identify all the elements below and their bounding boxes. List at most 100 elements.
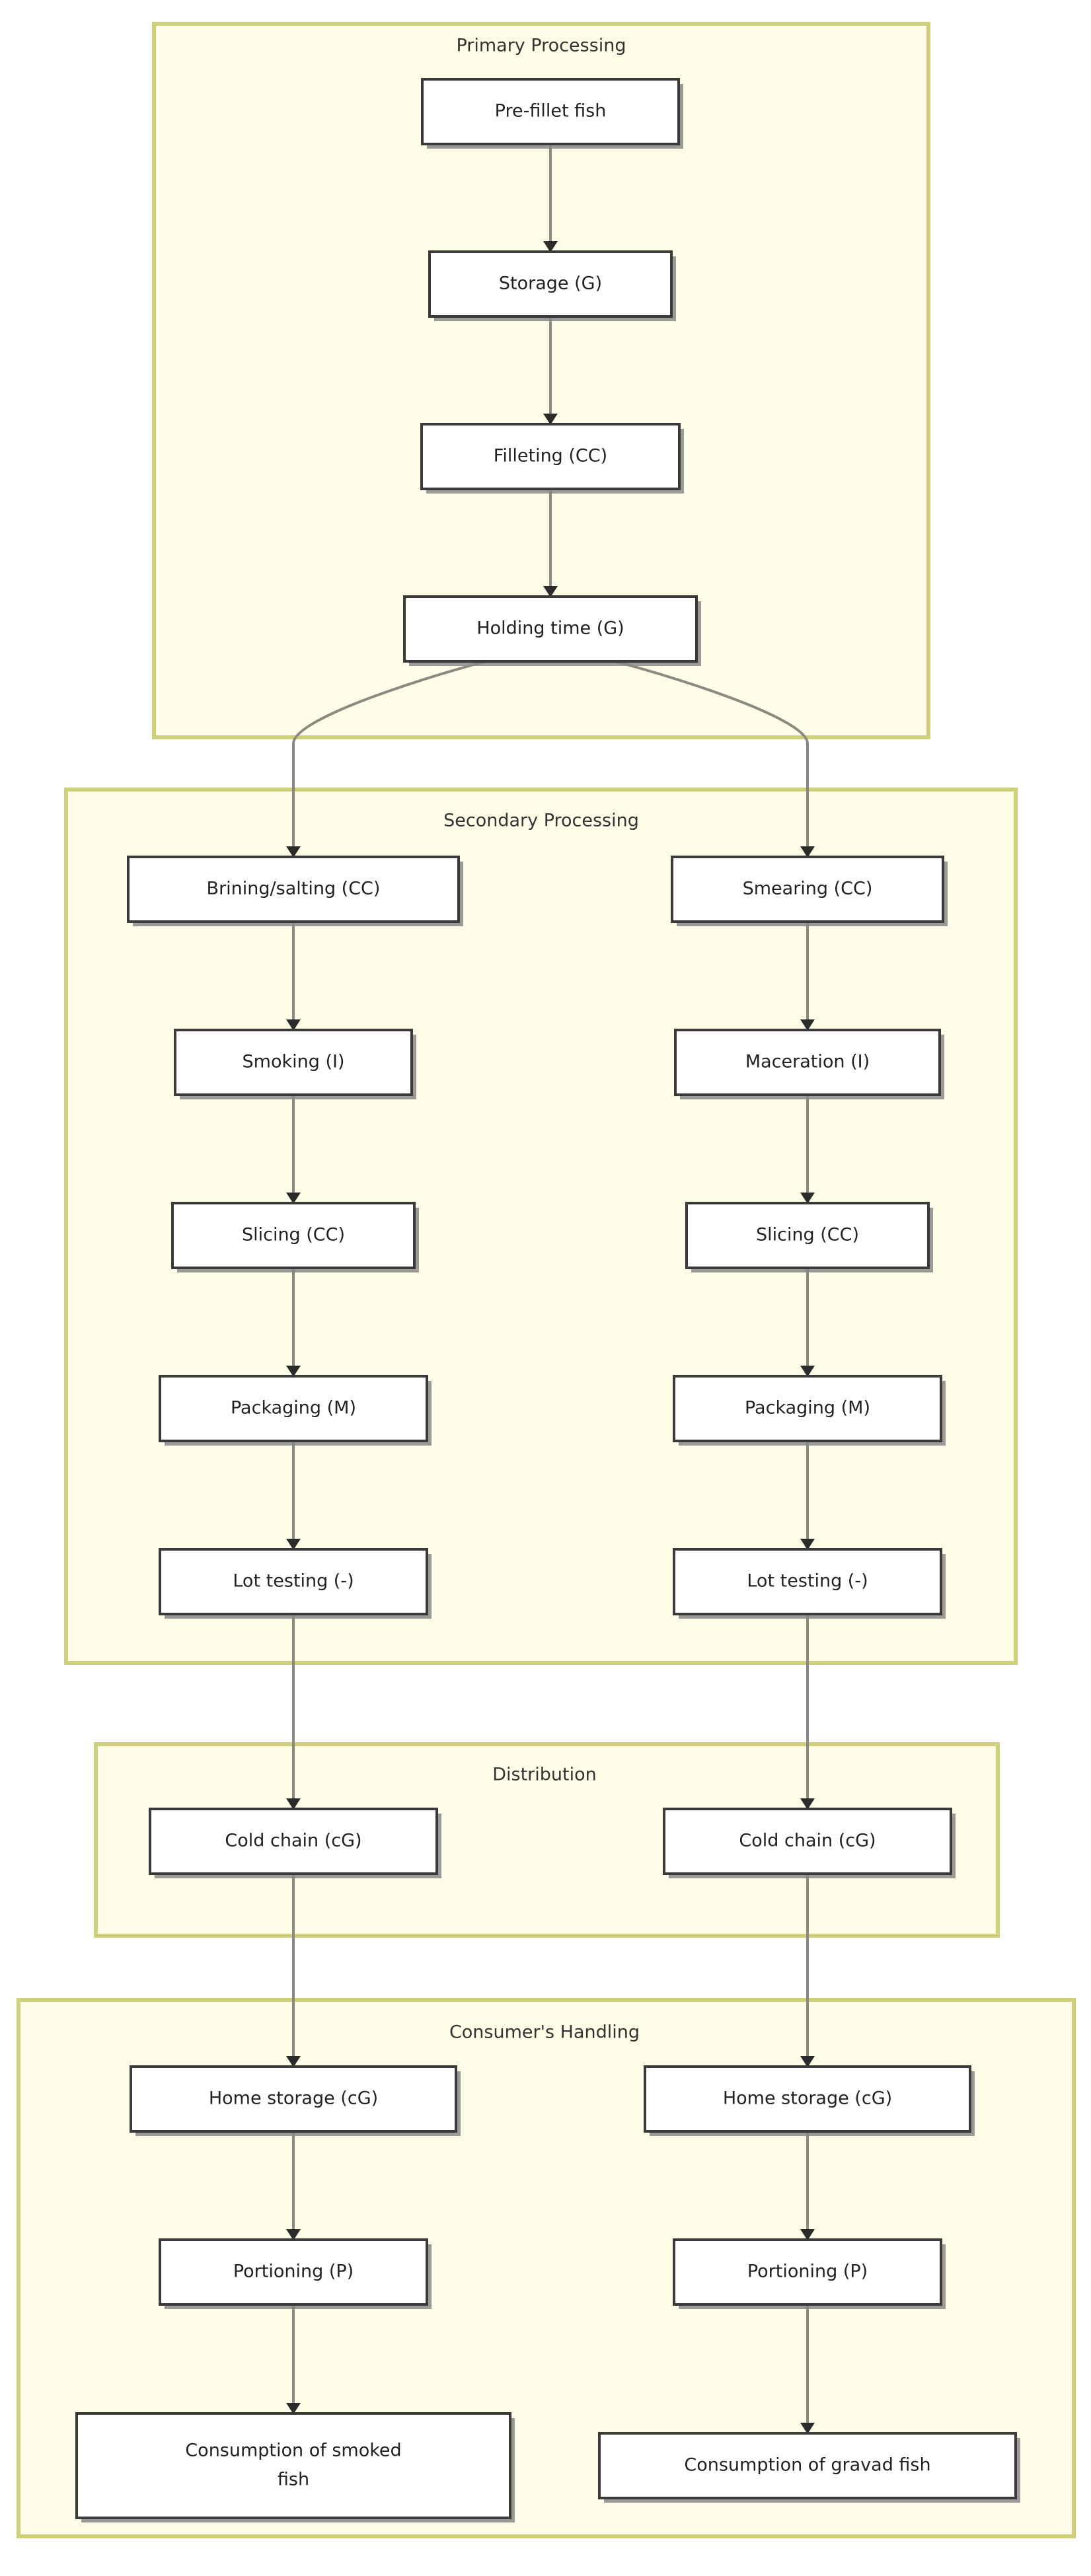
- node-filleting-cc[interactable]: Filleting (CC): [420, 423, 684, 494]
- cluster-layer: [17, 22, 1076, 2538]
- edge-e-storage-filleting: [543, 316, 558, 425]
- node-cold-chain-right[interactable]: Cold chain (cG): [663, 1808, 956, 1878]
- node-box-filleting-cc[interactable]: [420, 423, 681, 490]
- node-maceration-i[interactable]: Maceration (I): [674, 1029, 944, 1099]
- node-label-smoking-i: Smoking (I): [243, 1052, 345, 1072]
- node-box-home-storage-left[interactable]: [130, 2065, 457, 2133]
- arrowhead-e-packaging-lot-r: [800, 1539, 815, 1550]
- arrowhead-e-cold-home-l: [286, 2056, 301, 2067]
- edge-e-packaging-lot-l: [286, 1441, 301, 1550]
- node-box-brining-salting-cc[interactable]: [127, 856, 460, 923]
- cluster-title-distribution: Distribution: [492, 1765, 597, 1785]
- edge-layer: [286, 144, 815, 2434]
- node-box-holding-time-g[interactable]: [403, 595, 698, 663]
- node-box-packaging-m-left[interactable]: [159, 1375, 428, 1442]
- node-box-cold-chain-right[interactable]: [663, 1808, 952, 1875]
- node-lot-testing-left[interactable]: Lot testing (-): [159, 1548, 432, 1619]
- arrowhead-e-holding-brining: [286, 846, 301, 858]
- edge-line-e-holding-brining: [292, 660, 487, 847]
- node-label-lot-testing-left: Lot testing (-): [233, 1571, 354, 1592]
- edge-e-home-portion-r: [800, 2131, 815, 2240]
- node-box-slicing-cc-right[interactable]: [685, 1202, 930, 1269]
- edge-e-maceration-slicing: [800, 1095, 815, 1204]
- node-label-slicing-cc-left: Slicing (CC): [242, 1225, 345, 1245]
- node-box-smoking-i[interactable]: [174, 1029, 413, 1096]
- node-smearing-cc[interactable]: Smearing (CC): [671, 856, 948, 926]
- node-portioning-p-left[interactable]: Portioning (P): [159, 2238, 432, 2309]
- node-label-smearing-cc: Smearing (CC): [743, 879, 873, 899]
- node-portioning-p-right[interactable]: Portioning (P): [673, 2238, 946, 2309]
- arrowhead-e-home-portion-r: [800, 2229, 815, 2240]
- node-brining-salting-cc[interactable]: Brining/salting (CC): [127, 856, 463, 926]
- node-box-smearing-cc[interactable]: [671, 856, 944, 923]
- node-label-storage-g: Storage (G): [499, 274, 602, 294]
- edge-e-portion-consume-l: [286, 2304, 301, 2414]
- arrowhead-e-slicing-packaging-r: [800, 1366, 815, 1377]
- edge-e-slicing-packaging-r: [800, 1268, 815, 1377]
- node-home-storage-right[interactable]: Home storage (cG): [644, 2065, 975, 2136]
- cluster-title-secondary-processing: Secondary Processing: [443, 811, 639, 831]
- node-label-cold-chain-right: Cold chain (cG): [739, 1831, 876, 1851]
- node-box-cold-chain-left[interactable]: [149, 1808, 438, 1875]
- arrowhead-e-smearing-maceration: [800, 1019, 815, 1031]
- node-label-consumption-gravad-fish: Consumption of gravad fish: [684, 2455, 930, 2476]
- arrowhead-e-storage-filleting: [543, 414, 558, 425]
- node-box-storage-g[interactable]: [428, 250, 673, 318]
- arrowhead-e-portion-consume-r: [800, 2423, 815, 2434]
- node-box-slicing-cc-left[interactable]: [171, 1202, 416, 1269]
- edge-e-brining-smoking: [286, 922, 301, 1031]
- node-cold-chain-left[interactable]: Cold chain (cG): [149, 1808, 441, 1878]
- arrowhead-e-slicing-packaging-l: [286, 1366, 301, 1377]
- edge-e-lot-cold-l: [286, 1614, 301, 1810]
- arrowhead-e-packaging-lot-l: [286, 1539, 301, 1550]
- node-box-lot-testing-left[interactable]: [159, 1548, 428, 1615]
- node-box-packaging-m-right[interactable]: [673, 1375, 942, 1442]
- node-consumption-smoked-fish[interactable]: Consumption of smoked fish: [75, 2412, 515, 2522]
- node-label-cold-chain-left: Cold chain (cG): [225, 1831, 361, 1851]
- node-slicing-cc-right[interactable]: Slicing (CC): [685, 1202, 933, 1272]
- arrowhead-e-lot-cold-r: [800, 1798, 815, 1810]
- node-box-consumption-gravad-fish[interactable]: [598, 2432, 1017, 2499]
- node-packaging-m-left[interactable]: Packaging (M): [159, 1375, 432, 1446]
- node-consumption-gravad-fish[interactable]: Consumption of gravad fish: [598, 2432, 1020, 2503]
- node-label-portioning-p-left: Portioning (P): [233, 2262, 354, 2282]
- node-box-portioning-p-right[interactable]: [673, 2238, 942, 2306]
- arrowhead-e-prefillet-storage: [543, 241, 558, 252]
- node-label-consumption-smoked-fish: Consumption of smoked: [185, 2441, 401, 2461]
- node-slicing-cc-left[interactable]: Slicing (CC): [171, 1202, 419, 1272]
- node-label-slicing-cc-right: Slicing (CC): [756, 1225, 859, 1245]
- edge-e-holding-brining: [286, 660, 487, 858]
- node-pre-fillet-fish[interactable]: Pre-fillet fish: [421, 78, 683, 149]
- node-holding-time-g[interactable]: Holding time (G): [403, 595, 701, 666]
- node-smoking-i[interactable]: Smoking (I): [174, 1029, 416, 1099]
- node-box-home-storage-right[interactable]: [644, 2065, 971, 2133]
- node-box-maceration-i[interactable]: [674, 1029, 941, 1096]
- node-label-filleting-cc: Filleting (CC): [494, 446, 607, 466]
- node-storage-g[interactable]: Storage (G): [428, 250, 676, 321]
- edge-e-slicing-packaging-l: [286, 1268, 301, 1377]
- edge-e-smoking-slicing: [286, 1095, 301, 1204]
- node-box-pre-fillet-fish[interactable]: [421, 78, 680, 145]
- node-label-portioning-p-right: Portioning (P): [747, 2262, 868, 2282]
- cluster-title-primary-processing: Primary Processing: [456, 36, 626, 56]
- arrowhead-e-lot-cold-l: [286, 1798, 301, 1810]
- node-box-consumption-smoked-fish[interactable]: [75, 2412, 511, 2519]
- node-box-portioning-p-left[interactable]: [159, 2238, 428, 2306]
- node-home-storage-left[interactable]: Home storage (cG): [130, 2065, 461, 2136]
- edge-e-filleting-holding: [543, 489, 558, 597]
- node-lot-testing-right[interactable]: Lot testing (-): [673, 1548, 946, 1619]
- arrowhead-e-filleting-holding: [543, 586, 558, 597]
- node-label-home-storage-left: Home storage (cG): [209, 2088, 378, 2109]
- edge-line-e-holding-smearing: [614, 660, 809, 847]
- node-label-home-storage-right: Home storage (cG): [723, 2088, 892, 2109]
- node-packaging-m-right[interactable]: Packaging (M): [673, 1375, 946, 1446]
- node-label-pre-fillet-fish: Pre-fillet fish: [495, 101, 607, 122]
- node-label-consumption-smoked-fish: fish: [278, 2470, 309, 2490]
- edge-e-prefillet-storage: [543, 144, 558, 252]
- node-box-lot-testing-right[interactable]: [673, 1548, 942, 1615]
- edge-e-home-portion-l: [286, 2131, 301, 2240]
- arrowhead-e-portion-consume-l: [286, 2403, 301, 2414]
